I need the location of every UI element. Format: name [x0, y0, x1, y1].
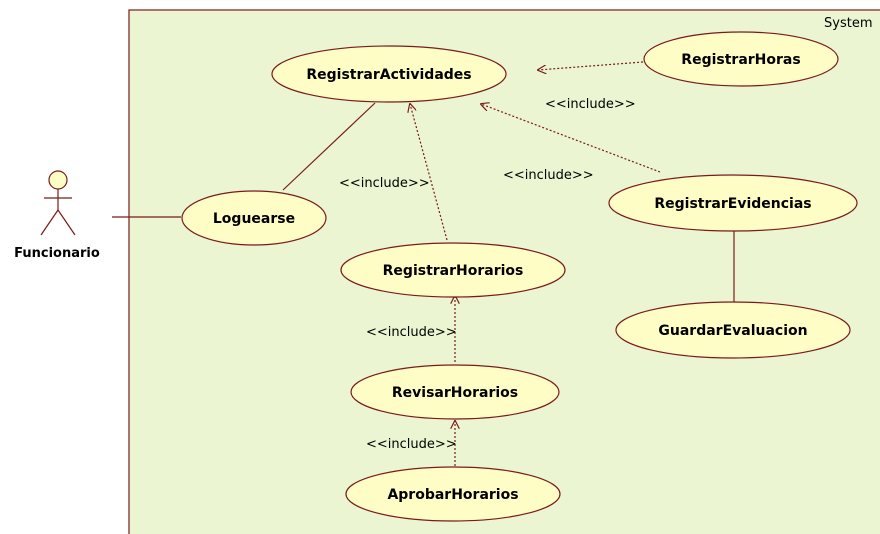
- usecase-revisarhorarios[interactable]: RevisarHorarios: [350, 364, 560, 420]
- actor-right-leg: [57, 209, 76, 236]
- include-horas-arrow: [538, 61, 644, 70]
- usecase-registrarhorarios[interactable]: RegistrarHorarios: [340, 242, 566, 298]
- usecase-label: RevisarHorarios: [392, 385, 518, 401]
- actor-funcionario[interactable]: [40, 170, 76, 236]
- usecase-label: GuardarEvaluacion: [658, 323, 807, 339]
- actor-head: [48, 170, 68, 190]
- usecase-label: AprobarHorarios: [387, 487, 518, 503]
- usecase-registraractividades[interactable]: RegistrarActividades: [271, 45, 507, 103]
- usecase-label: Loguearse: [213, 211, 295, 227]
- usecase-label: RegistrarHorarios: [383, 263, 524, 279]
- usecase-loguearse[interactable]: Loguearse: [181, 190, 327, 246]
- include-label-evidencias: <<include>>: [503, 168, 594, 183]
- association-loguearse-registraractividades: [282, 102, 376, 191]
- include-label-revisar: <<include>>: [366, 325, 457, 340]
- include-label-horas: <<include>>: [545, 97, 636, 112]
- usecase-label: RegistrarHoras: [681, 52, 800, 68]
- include-horarios-arrow: [410, 104, 448, 241]
- usecase-registrarhoras[interactable]: RegistrarHoras: [643, 31, 839, 87]
- usecase-guardarevaluacion[interactable]: GuardarEvaluacion: [615, 301, 851, 359]
- include-label-aprobar: <<include>>: [366, 437, 457, 452]
- system-label: System: [824, 16, 872, 31]
- usecase-registrarevidencias[interactable]: RegistrarEvidencias: [608, 174, 858, 232]
- actor-label: Funcionario: [14, 246, 100, 261]
- include-label-horarios: <<include>>: [339, 176, 430, 191]
- usecase-label: RegistrarEvidencias: [654, 196, 811, 212]
- usecase-aprobarhorarios[interactable]: AprobarHorarios: [345, 466, 561, 522]
- usecase-label: RegistrarActividades: [306, 67, 471, 83]
- actor-left-leg: [40, 209, 59, 236]
